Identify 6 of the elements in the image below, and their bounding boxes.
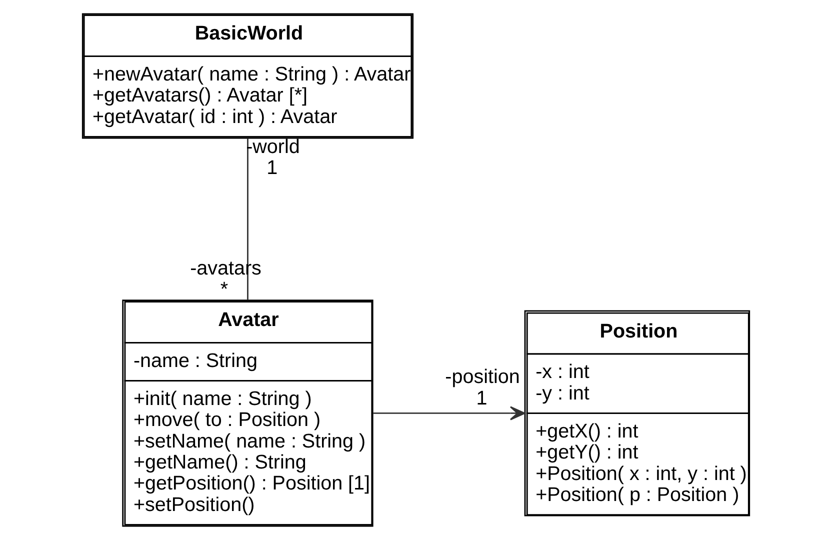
- connector: [246, 138, 248, 300]
- label: *: [220, 278, 228, 301]
- label: 1: [476, 387, 487, 410]
- label: -position: [444, 366, 520, 388]
- label: 1: [266, 157, 278, 180]
- arrow: [372, 406, 525, 420]
